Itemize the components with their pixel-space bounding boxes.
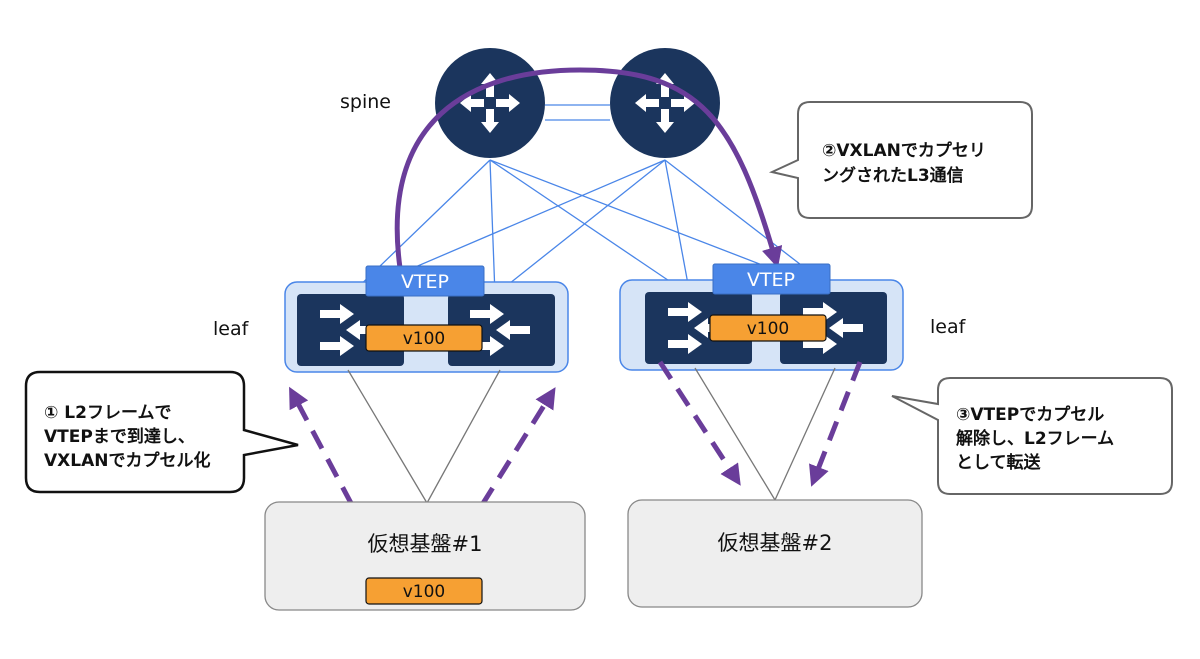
callout-step1: ① L2フレームで VTEPまで到達し、 VXLANでカプセル化: [24, 370, 299, 494]
spine-router-right: [610, 48, 720, 158]
l2-up-arrow-left: [289, 386, 355, 507]
vlan-badge: [365, 324, 483, 352]
host-2: 仮想基盤#2: [627, 499, 923, 608]
host-1-label: 仮想基盤#1: [368, 532, 483, 556]
callout-step2-line2: ングされたL3通信: [822, 165, 964, 186]
host-box: [264, 501, 586, 611]
vlan-badge: [365, 577, 483, 605]
callout-step3-line2: 解除し、L2フレーム: [956, 428, 1114, 449]
leaf-left-label: leaf: [213, 318, 250, 340]
callout-step3-line1: ③VTEPでカプセル: [956, 404, 1104, 425]
vxlan-flow-arrow: [394, 67, 783, 269]
vtep-badge: [365, 265, 485, 297]
callout-step1-line3: VXLANでカプセル化: [44, 450, 210, 471]
spine-label: spine: [340, 91, 391, 113]
callout-bubble: [891, 377, 1173, 495]
callout-step1-line2: VTEPまで到達し、: [44, 427, 195, 447]
host-box: [627, 499, 923, 608]
leaf-host-links: [347, 367, 836, 504]
callout-step2: ②VXLANでカプセリ ングされたL3通信: [768, 101, 1033, 219]
callout-step2-line1: ②VXLANでカプセリ: [822, 140, 986, 161]
leaf-right: VTEP v100: [619, 263, 904, 371]
l2-up-arrow-right: [479, 387, 556, 507]
callout-bubble: [768, 101, 1033, 219]
leaf-left: VTEP v100: [284, 265, 569, 373]
vtep-label: VTEP: [747, 269, 795, 291]
l2-down-arrow-right: [809, 361, 863, 487]
l2-down-arrow-left: [657, 360, 741, 486]
callout-step1-line1: ① L2フレームで: [44, 403, 171, 423]
vlan-label: v100: [403, 329, 446, 349]
l2-flow-arrows: [289, 360, 863, 507]
callout-step3-line3: として転送: [956, 452, 1041, 473]
vlan-badge: [709, 314, 827, 342]
callout-step3: ③VTEPでカプセル 解除し、L2フレーム として転送: [891, 377, 1173, 495]
vtep-label: VTEP: [401, 271, 449, 293]
host-1: 仮想基盤#1 v100: [264, 501, 586, 611]
host-2-label: 仮想基盤#2: [718, 531, 833, 555]
host-1-vlan: v100: [403, 582, 446, 602]
callout-bubble: [24, 370, 299, 494]
vlan-label: v100: [747, 319, 790, 339]
leaf-right-label: leaf: [930, 316, 967, 338]
vtep-badge: [712, 263, 831, 295]
